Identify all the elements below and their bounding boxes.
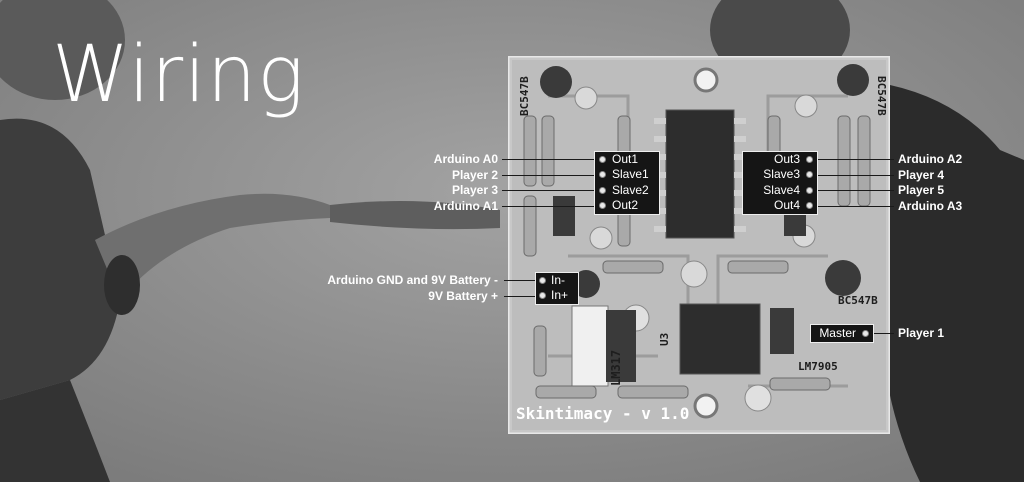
pin-dot (539, 277, 546, 284)
pin-label: Slave4 (763, 183, 800, 197)
pin-label: In- (551, 273, 566, 287)
leader-line (502, 206, 596, 207)
pin-label: In+ (551, 288, 569, 302)
left-pin-header: Out1 Slave1 Slave2 Out2 (594, 151, 660, 215)
pin-label: Out2 (612, 198, 639, 212)
pin-label: Out1 (612, 152, 639, 166)
pin-out2: Out2 (599, 198, 638, 213)
label-player-2: Player 2 (451, 168, 498, 182)
pin-slave1: Slave1 (599, 167, 649, 182)
pin-slave3: Slave3 (763, 167, 813, 182)
leader-line (502, 190, 596, 191)
label-gnd-battery-minus: Arduino GND and 9V Battery - (327, 273, 498, 287)
master-pin-header: Master (810, 324, 874, 343)
label-player-4: Player 4 (898, 168, 945, 182)
label-arduino-a2: Arduino A2 (898, 152, 963, 166)
label-arduino-a3: Arduino A3 (898, 199, 963, 213)
leader-line (502, 159, 596, 160)
label-player-1: Player 1 (898, 326, 945, 340)
pin-dot (806, 171, 813, 178)
pin-dot (806, 156, 813, 163)
transistor-label: BC547B (875, 76, 888, 116)
pin-out1: Out1 (599, 152, 638, 167)
leader-line (504, 296, 536, 297)
label-player-3: Player 3 (451, 183, 498, 197)
pin-label: Slave2 (612, 183, 649, 197)
label-battery-plus: 9V Battery + (428, 289, 498, 303)
pin-label: Slave3 (763, 167, 800, 181)
regulator-label: LM7905 (798, 360, 838, 373)
pin-slave4: Slave4 (763, 183, 813, 198)
pin-dot (862, 330, 869, 337)
leader-line (872, 333, 894, 334)
pcb-board: BC547B BC547B BC547B LM317 LM7905 U3 (508, 56, 890, 434)
pin-dot (539, 292, 546, 299)
power-pin-header: In- In+ (535, 272, 579, 305)
pin-dot (806, 202, 813, 209)
right-pin-header: Out3 Slave3 Slave4 Out4 (742, 151, 818, 215)
pin-label: Master (819, 326, 856, 340)
regulator-label: LM317 (609, 350, 623, 386)
leader-line (816, 159, 894, 160)
board-name: Skintimacy - v 1.0 (516, 404, 690, 423)
leader-line (816, 190, 894, 191)
pin-slave2: Slave2 (599, 183, 649, 198)
label-arduino-a0: Arduino A0 (433, 152, 498, 166)
pin-dot (806, 187, 813, 194)
pin-dot (599, 187, 606, 194)
pin-label: Out4 (773, 198, 800, 212)
leader-line (816, 206, 894, 207)
leader-line (816, 175, 894, 176)
pin-in-minus: In- (539, 273, 565, 288)
pin-out4: Out4 (774, 198, 813, 213)
leader-line (504, 280, 536, 281)
unit-label: U3 (658, 333, 671, 346)
pin-dot (599, 171, 606, 178)
pin-label: Slave1 (612, 167, 649, 181)
label-arduino-a1: Arduino A1 (433, 199, 498, 213)
pin-in-plus: In+ (539, 288, 568, 303)
pin-dot (599, 156, 606, 163)
label-player-5: Player 5 (898, 183, 945, 197)
transistor-label: BC547B (518, 76, 531, 116)
transistor-label: BC547B (838, 294, 878, 307)
pin-label: Out3 (773, 152, 800, 166)
pin-dot (599, 202, 606, 209)
pin-master: Master (819, 326, 869, 341)
pin-out3: Out3 (774, 152, 813, 167)
page-title: Wiring (52, 30, 306, 120)
leader-line (502, 175, 596, 176)
